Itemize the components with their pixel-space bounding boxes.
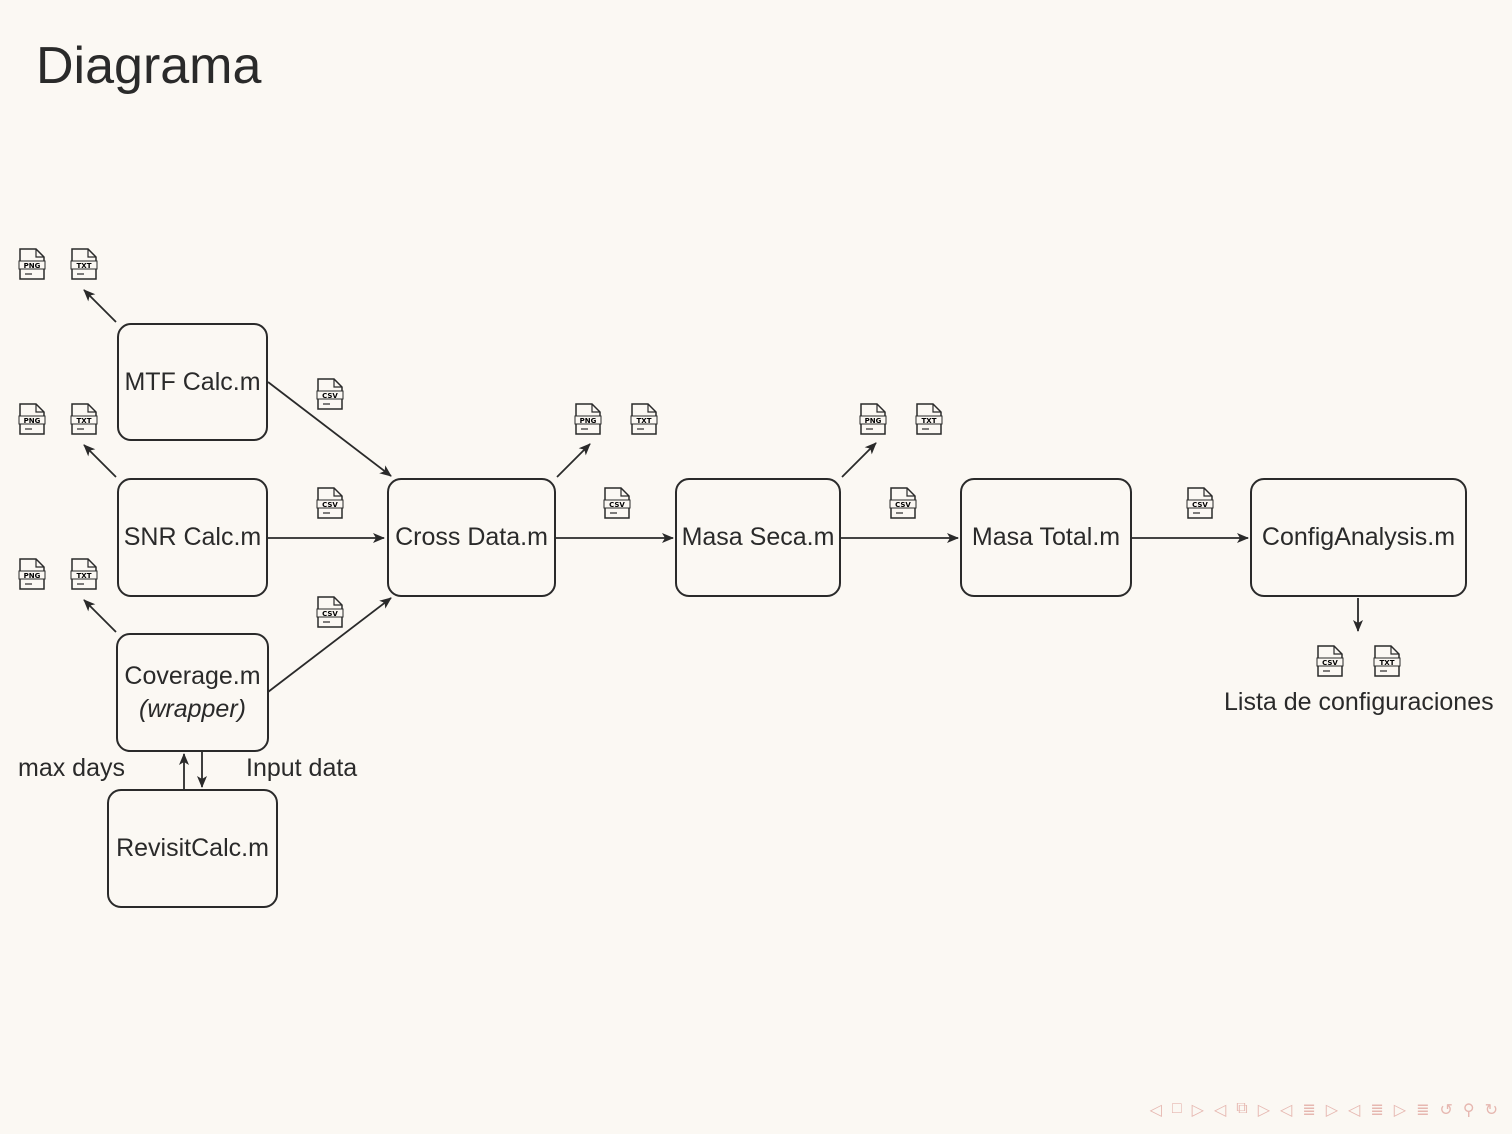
subsection-icon[interactable]: ≣ — [1370, 1102, 1384, 1119]
max-days-label: max days — [18, 754, 125, 782]
cross-data-label: Cross Data.m — [395, 523, 548, 552]
coverage-note: (wrapper) — [139, 694, 246, 723]
cross-data-node: Cross Data.m — [387, 478, 556, 597]
txt-file-icon: TXT — [1373, 645, 1401, 677]
slide-navigation-bar: ◁ □ ▷ ◁ ⧉ ▷ ◁ ≣ ▷ ◁ ≣ ▷ ≣ ↺ ⚲ ↻ — [1150, 1100, 1498, 1120]
svg-text:CSV: CSV — [609, 501, 625, 509]
csv-file-icon: CSV — [1316, 645, 1344, 677]
csv-file-icon: CSV — [603, 487, 631, 519]
revisit-calc-label: RevisitCalc.m — [116, 834, 269, 863]
config-analysis-label: ConfigAnalysis.m — [1261, 523, 1456, 552]
png-file-icon: PNG — [18, 248, 46, 280]
csv-file-icon: CSV — [316, 378, 344, 410]
config-analysis-node: ConfigAnalysis.m — [1250, 478, 1467, 597]
svg-text:CSV: CSV — [1322, 659, 1338, 667]
svg-text:TXT: TXT — [77, 572, 92, 580]
arrow-snr-outputs — [83, 444, 117, 478]
svg-text:TXT: TXT — [1380, 659, 1395, 667]
svg-text:CSV: CSV — [322, 610, 338, 618]
next-subsection-icon[interactable]: ▷ — [1393, 1102, 1407, 1119]
svg-text:PNG: PNG — [865, 417, 882, 425]
back-icon[interactable]: ↺ — [1439, 1102, 1453, 1119]
arrow-mtf-to-cross — [267, 381, 392, 477]
svg-text:TXT: TXT — [922, 417, 937, 425]
prev-slide-icon[interactable]: ◁ — [1213, 1102, 1227, 1119]
txt-file-icon: TXT — [630, 403, 658, 435]
next-section-icon[interactable]: ▷ — [1325, 1102, 1339, 1119]
svg-text:PNG: PNG — [24, 262, 41, 270]
mtf-calc-node: MTF Calc.m — [117, 323, 268, 441]
arrow-cross-outputs — [556, 443, 591, 478]
png-file-icon: PNG — [18, 403, 46, 435]
svg-text:CSV: CSV — [895, 501, 911, 509]
csv-file-icon: CSV — [1186, 487, 1214, 519]
txt-file-icon: TXT — [70, 403, 98, 435]
prev-section-icon[interactable]: ◁ — [1280, 1102, 1293, 1119]
slide-icon[interactable]: ⧉ — [1236, 1100, 1248, 1117]
svg-text:CSV: CSV — [322, 392, 338, 400]
svg-text:PNG: PNG — [580, 417, 597, 425]
png-file-icon: PNG — [859, 403, 887, 435]
section-icon[interactable]: ≣ — [1302, 1102, 1316, 1119]
svg-text:PNG: PNG — [24, 417, 41, 425]
csv-file-icon: CSV — [889, 487, 917, 519]
csv-file-icon: CSV — [316, 596, 344, 628]
svg-text:PNG: PNG — [24, 572, 41, 580]
txt-file-icon: TXT — [915, 403, 943, 435]
csv-file-icon: CSV — [316, 487, 344, 519]
masa-total-label: Masa Total.m — [971, 523, 1121, 552]
coverage-node: Coverage.m (wrapper) — [116, 633, 269, 752]
input-data-label: Input data — [246, 754, 358, 782]
prev-subsection-icon[interactable]: ◁ — [1348, 1102, 1361, 1119]
forward-icon[interactable]: ↻ — [1484, 1102, 1498, 1119]
png-file-icon: PNG — [574, 403, 602, 435]
arrow-mtf-outputs — [83, 289, 117, 323]
masa-total-node: Masa Total.m — [960, 478, 1132, 597]
frame-icon[interactable]: □ — [1171, 1100, 1182, 1117]
png-file-icon: PNG — [18, 558, 46, 590]
arrow-coverage-outputs — [83, 599, 117, 633]
arrow-coverage-to-cross — [267, 597, 392, 693]
next-slide-icon[interactable]: ▷ — [1257, 1102, 1270, 1119]
svg-text:TXT: TXT — [637, 417, 652, 425]
toc-icon[interactable]: ≣ — [1416, 1102, 1430, 1119]
svg-text:CSV: CSV — [1192, 501, 1208, 509]
revisit-calc-node: RevisitCalc.m — [107, 789, 278, 908]
search-icon[interactable]: ⚲ — [1462, 1102, 1475, 1119]
mtf-calc-label: MTF Calc.m — [124, 367, 261, 396]
snr-calc-label: SNR Calc.m — [123, 523, 262, 552]
svg-text:CSV: CSV — [322, 501, 338, 509]
svg-text:TXT: TXT — [77, 262, 92, 270]
masa-seca-label: Masa Seca.m — [681, 523, 835, 552]
snr-calc-node: SNR Calc.m — [117, 478, 268, 597]
next-frame-icon[interactable]: ▷ — [1191, 1102, 1204, 1119]
svg-text:TXT: TXT — [77, 417, 92, 425]
arrow-masa-seca-outputs — [841, 442, 877, 478]
prev-frame-icon[interactable]: ◁ — [1149, 1102, 1162, 1119]
txt-file-icon: TXT — [70, 248, 98, 280]
lista-configuraciones-label: Lista de configuraciones — [1224, 688, 1494, 716]
page-title: Diagrama — [36, 37, 262, 95]
coverage-label: Coverage.m — [124, 662, 261, 690]
txt-file-icon: TXT — [70, 558, 98, 590]
masa-seca-node: Masa Seca.m — [675, 478, 841, 597]
